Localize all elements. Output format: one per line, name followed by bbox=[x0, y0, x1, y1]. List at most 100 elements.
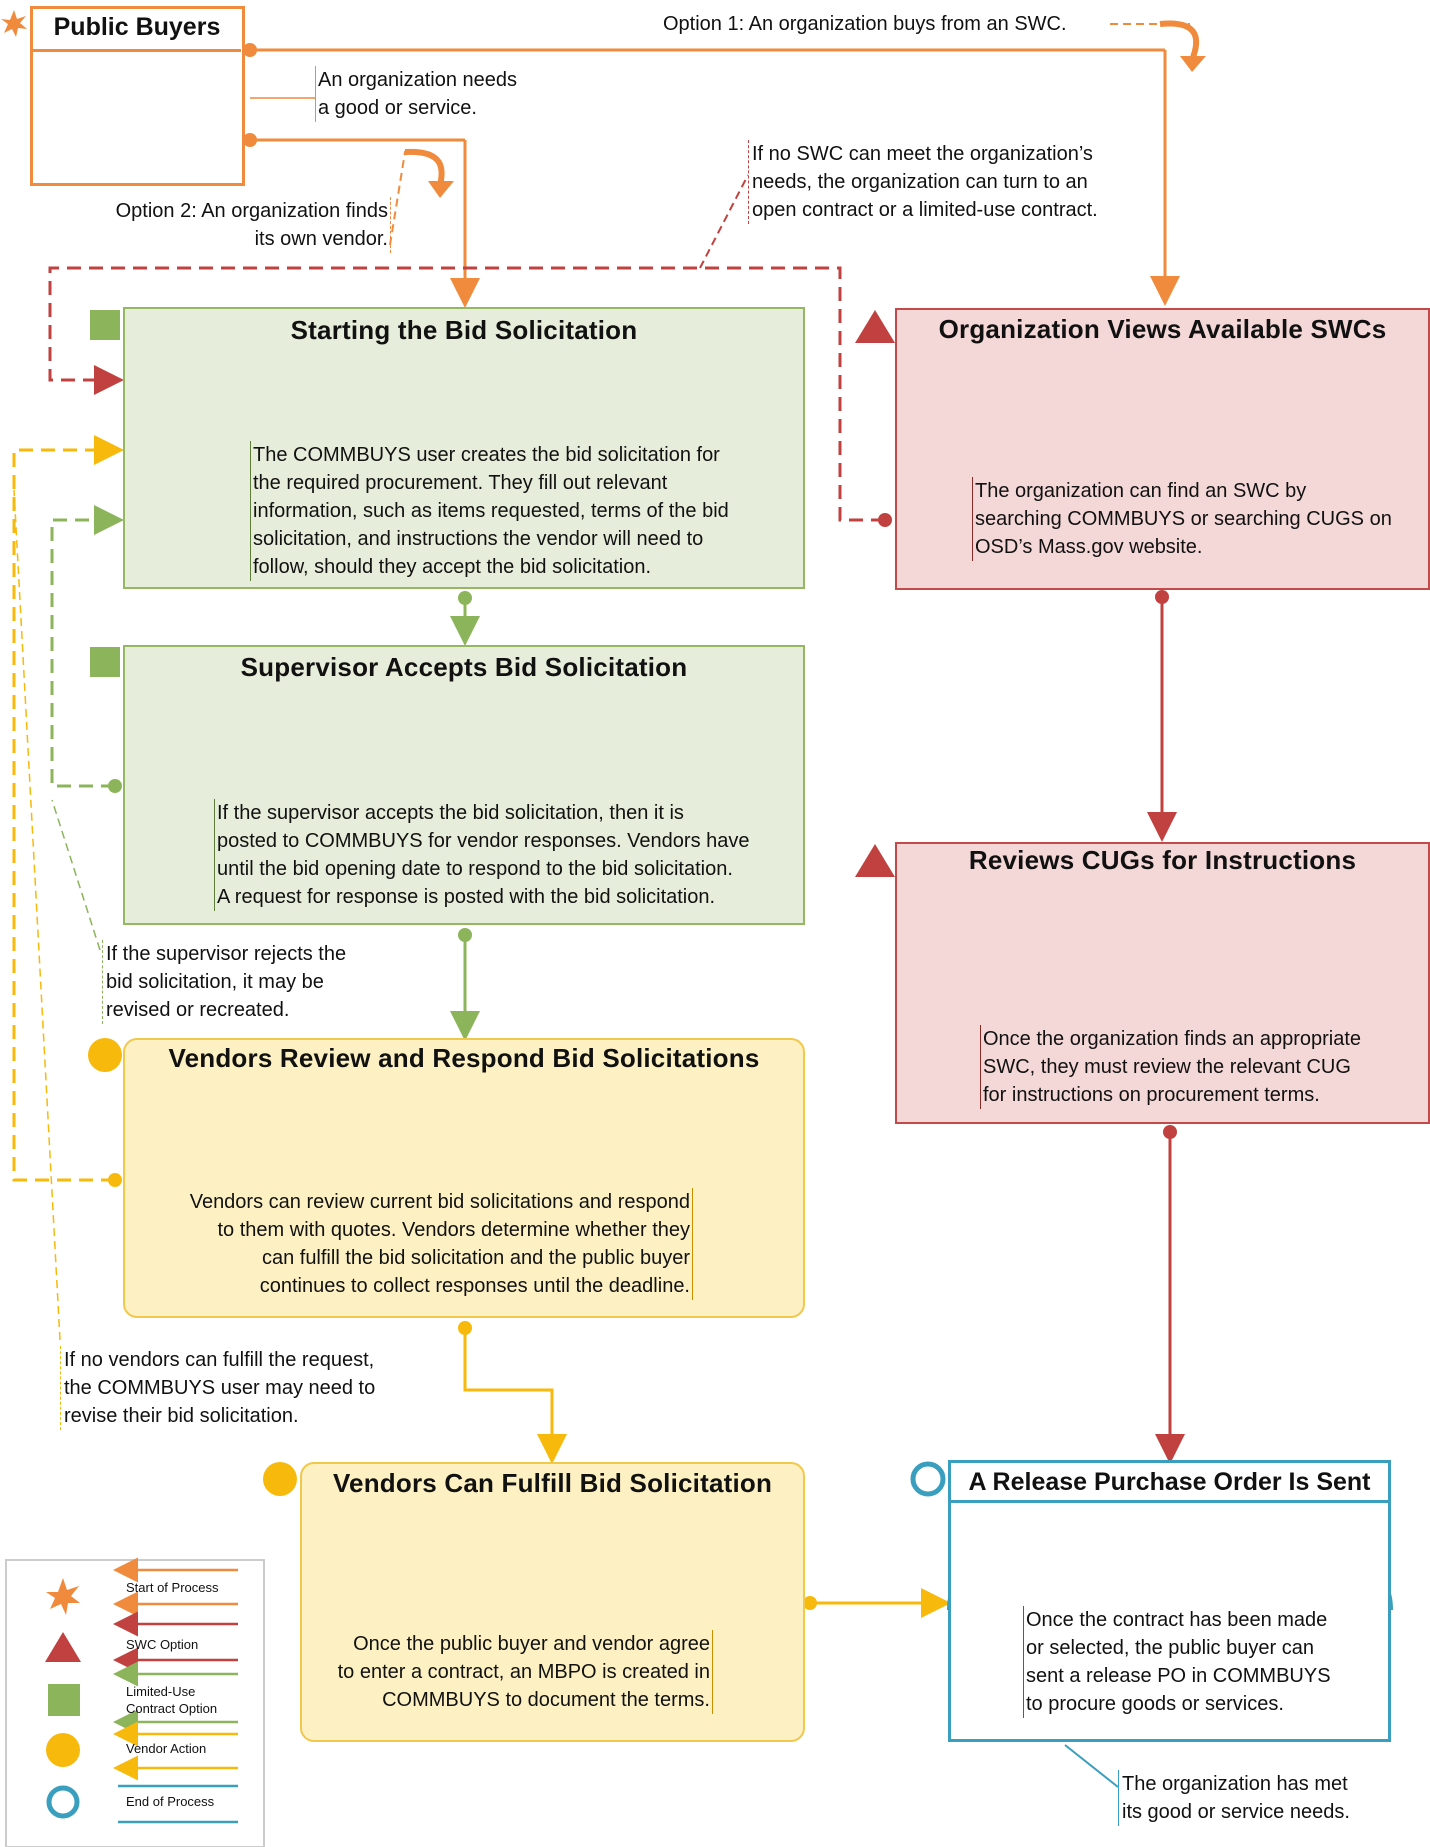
met-note: The organization has met its good or ser… bbox=[1118, 1770, 1350, 1826]
green-connectors bbox=[450, 591, 480, 1041]
reviews-cugs-text: Once the organization finds an appropria… bbox=[980, 1025, 1423, 1109]
reviews-cugs-line-2: SWC, they must review the relevant CUG bbox=[983, 1056, 1351, 1078]
reject-line-3: revised or recreated. bbox=[106, 999, 290, 1021]
reject-line-1: If the supervisor rejects the bbox=[106, 943, 347, 965]
no-swc-line-1: If no SWC can meet the organization’s bbox=[752, 143, 1093, 165]
yellow-dashed-connector bbox=[12, 435, 124, 1341]
legend-label-vendor: Vendor Action bbox=[126, 1741, 207, 1756]
org-views-line-3: OSD’s Mass.gov website. bbox=[975, 536, 1203, 558]
public-buyers-box: Public Buyers bbox=[30, 6, 245, 186]
reject-note: If the supervisor rejects the bid solici… bbox=[102, 940, 346, 1024]
green-dashed-connector bbox=[50, 505, 124, 951]
option2-line-1: Option 2: An organization finds bbox=[115, 200, 388, 222]
vendors-fulfill-text: Once the public buyer and vendor agree t… bbox=[300, 1630, 713, 1714]
option1-note: Option 1: An organization buys from an S… bbox=[663, 10, 1067, 38]
no-vendor-note: If no vendors can fulfill the request, t… bbox=[60, 1346, 375, 1430]
no-swc-note: If no SWC can meet the organization’s ne… bbox=[748, 140, 1098, 224]
legend-label-limited: Limited-Use Contract Option bbox=[126, 1683, 217, 1717]
vendors-fulfill-line-2: to enter a contract, an MBPO is created … bbox=[337, 1661, 710, 1683]
legend-ring-icon bbox=[46, 1785, 80, 1819]
starting-line-5: follow, should they accept the bid solic… bbox=[253, 556, 652, 578]
green-square-marker bbox=[90, 647, 120, 677]
red-connectors bbox=[1147, 590, 1185, 1464]
release-po-line-4: to procure goods or services. bbox=[1026, 1693, 1284, 1715]
option2-line-2: its own vendor. bbox=[254, 228, 388, 250]
vendors-fulfill-line-1: Once the public buyer and vendor agree bbox=[353, 1633, 710, 1655]
supervisor-line-1: If the supervisor accepts the bid solici… bbox=[217, 802, 684, 824]
reject-line-2: bid solicitation, it may be bbox=[106, 971, 324, 993]
release-po-line-1: Once the contract has been made bbox=[1026, 1609, 1328, 1631]
org-views-line-2: searching COMMBUYS or searching CUGS on bbox=[975, 508, 1392, 530]
met-line-2: its good or service needs. bbox=[1122, 1801, 1350, 1823]
needs-line-1: An organization needs bbox=[318, 69, 518, 91]
vendors-fulfill-line-3: COMMBUYS to document the terms. bbox=[382, 1689, 710, 1711]
option2-note: Option 2: An organization finds its own … bbox=[70, 197, 391, 253]
legend-triangle-icon bbox=[45, 1632, 81, 1662]
orange-connectors bbox=[243, 20, 1206, 308]
vendors-review-title: Vendors Review and Respond Bid Solicitat… bbox=[168, 1043, 760, 1073]
yellow-circle-marker bbox=[88, 1038, 122, 1072]
teal-ring-marker bbox=[910, 1461, 946, 1497]
needs-line-2: a good or service. bbox=[318, 97, 477, 119]
release-po-box: A Release Purchase Order Is Sent bbox=[948, 1460, 1391, 1742]
release-po-line-2: or selected, the public buyer can bbox=[1026, 1637, 1314, 1659]
vendors-review-line-4: continues to collect responses until the… bbox=[259, 1275, 690, 1297]
red-dashed-connector bbox=[48, 174, 892, 527]
supervisor-line-4: A request for response is posted with th… bbox=[217, 886, 716, 908]
reviews-cugs-line-3: for instructions on procurement terms. bbox=[983, 1084, 1320, 1106]
supervisor-line-3: until the bid opening date to respond to… bbox=[217, 858, 733, 880]
org-views-swcs-text: The organization can find an SWC by sear… bbox=[972, 477, 1415, 561]
vendors-review-box: Vendors Review and Respond Bid Solicitat… bbox=[123, 1038, 805, 1318]
legend-square-icon bbox=[48, 1684, 80, 1716]
supervisor-accepts-box: Supervisor Accepts Bid Solicitation bbox=[123, 645, 805, 925]
starting-line-4: solicitation, and instructions the vendo… bbox=[253, 528, 704, 550]
vendors-review-line-2: to them with quotes. Vendors determine w… bbox=[217, 1219, 691, 1241]
start-star-icon bbox=[1, 10, 27, 37]
reviews-cugs-box: Reviews CUGs for Instructions bbox=[895, 842, 1430, 1124]
starting-line-1: The COMMBUYS user creates the bid solici… bbox=[253, 444, 720, 466]
supervisor-accepts-text: If the supervisor accepts the bid solici… bbox=[214, 799, 807, 911]
vendors-review-line-1: Vendors can review current bid solicitat… bbox=[189, 1191, 690, 1213]
org-views-swcs-title: Organization Views Available SWCs bbox=[938, 314, 1387, 344]
release-po-text: Once the contract has been made or selec… bbox=[1023, 1606, 1386, 1718]
legend-label-end: End of Process bbox=[126, 1794, 215, 1809]
legend-circle-icon bbox=[46, 1733, 80, 1767]
release-po-line-3: sent a release PO in COMMBUYS bbox=[1026, 1665, 1331, 1687]
org-views-swcs-box: Organization Views Available SWCs bbox=[895, 308, 1430, 590]
vendors-fulfill-box: Vendors Can Fulfill Bid Solicitation bbox=[300, 1462, 805, 1742]
legend-label-swc: SWC Option bbox=[126, 1637, 199, 1652]
legend-label-limited-line-1: Limited-Use bbox=[126, 1684, 196, 1699]
legend-star-icon bbox=[46, 1578, 80, 1615]
starting-line-2: the required procurement. They fill out … bbox=[253, 472, 668, 494]
public-buyers-title: Public Buyers bbox=[33, 7, 241, 52]
red-triangle-marker bbox=[855, 310, 895, 343]
vendors-review-text: Vendors can review current bid solicitat… bbox=[130, 1188, 693, 1300]
no-vendor-line-1: If no vendors can fulfill the request, bbox=[64, 1349, 375, 1371]
supervisor-accepts-title: Supervisor Accepts Bid Solicitation bbox=[240, 652, 688, 682]
red-triangle-marker bbox=[855, 844, 895, 877]
yellow-circle-marker bbox=[263, 1462, 297, 1496]
green-square-marker bbox=[90, 310, 120, 340]
no-swc-line-3: open contract or a limited-use contract. bbox=[752, 199, 1098, 221]
vendors-fulfill-title: Vendors Can Fulfill Bid Solicitation bbox=[332, 1468, 773, 1498]
release-po-title: A Release Purchase Order Is Sent bbox=[951, 1463, 1388, 1503]
starting-bid-box: Starting the Bid Solicitation bbox=[123, 307, 805, 589]
option1-text: Option 1: An organization buys from an S… bbox=[663, 13, 1067, 35]
starting-line-3: information, such as items requested, te… bbox=[253, 500, 729, 522]
org-views-line-1: The organization can find an SWC by bbox=[975, 480, 1307, 502]
needs-note: An organization needs a good or service. bbox=[315, 66, 517, 122]
legend-arrows bbox=[113, 1557, 238, 1824]
legend-label-limited-line-2: Contract Option bbox=[126, 1701, 218, 1716]
reviews-cugs-line-1: Once the organization finds an appropria… bbox=[983, 1028, 1362, 1050]
starting-bid-title: Starting the Bid Solicitation bbox=[290, 315, 638, 345]
vendors-review-line-3: can fulfill the bid solicitation and the… bbox=[261, 1247, 690, 1269]
met-line-1: The organization has met bbox=[1122, 1773, 1348, 1795]
starting-bid-text: The COMMBUYS user creates the bid solici… bbox=[250, 441, 803, 581]
reviews-cugs-title: Reviews CUGs for Instructions bbox=[968, 845, 1357, 875]
no-vendor-line-2: the COMMBUYS user may need to bbox=[64, 1377, 376, 1399]
no-vendor-line-3: revise their bid solicitation. bbox=[64, 1405, 299, 1427]
supervisor-line-2: posted to COMMBUYS for vendor responses.… bbox=[217, 830, 750, 852]
teal-callout bbox=[1064, 1744, 1119, 1788]
no-swc-line-2: needs, the organization can turn to an bbox=[752, 171, 1088, 193]
